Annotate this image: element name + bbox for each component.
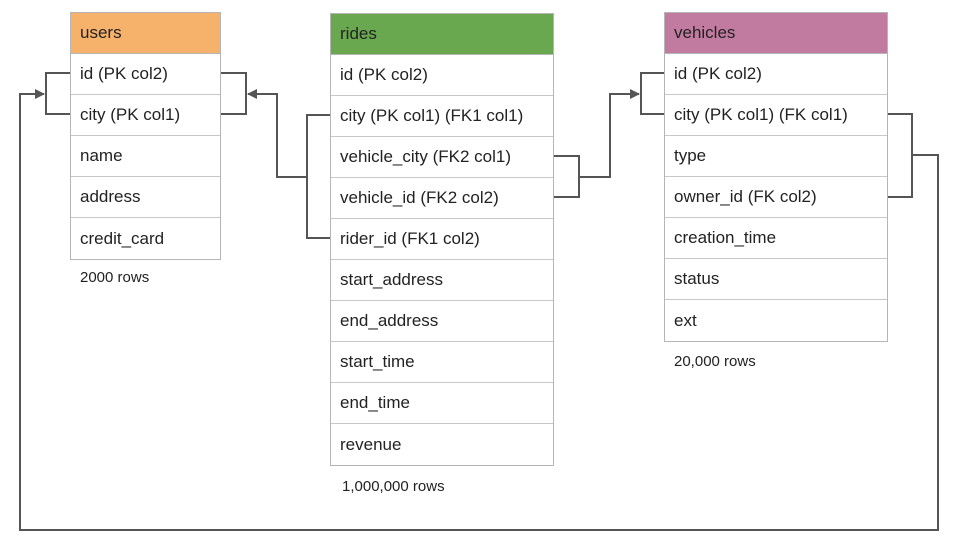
vehicles-table-header: vehicles — [665, 13, 887, 54]
table-column-row: vehicle_id (FK2 col2) — [331, 178, 553, 219]
rides-row-count: 1,000,000 rows — [342, 478, 445, 495]
table-column-row: start_time — [331, 342, 553, 383]
rides-table-header: rides — [331, 14, 553, 55]
vehicles-row-count: 20,000 rows — [674, 353, 756, 370]
rides-fk1-arrow — [247, 89, 307, 178]
table-column-row: creation_time — [665, 218, 887, 259]
table-column-row: city (PK col1) — [71, 95, 220, 136]
users-table-header: users — [71, 13, 220, 54]
table-column-row: vehicle_city (FK2 col1) — [331, 137, 553, 178]
vehicles-pk-bracket — [640, 72, 664, 115]
table-column-row: id (PK col2) — [331, 55, 553, 96]
table-column-row: end_address — [331, 301, 553, 342]
users-left-bracket — [45, 72, 70, 115]
rides-table-columns: id (PK col2)city (PK col1) (FK1 col1)veh… — [331, 55, 553, 465]
table-column-row: type — [665, 136, 887, 177]
users-pk-bracket — [221, 72, 247, 115]
vehicles-fk-connector — [888, 113, 913, 198]
table-column-row: id (PK col2) — [71, 54, 220, 95]
table-column-row: city (PK col1) (FK col1) — [665, 95, 887, 136]
table-column-row: id (PK col2) — [665, 54, 887, 95]
table-column-row: city (PK col1) (FK1 col1) — [331, 96, 553, 137]
table-column-row: owner_id (FK col2) — [665, 177, 887, 218]
rides-table: rides id (PK col2)city (PK col1) (FK1 co… — [330, 13, 554, 466]
users-row-count: 2000 rows — [80, 269, 150, 286]
table-column-row: revenue — [331, 424, 553, 465]
table-column-row: name — [71, 136, 220, 177]
vehicles-table-columns: id (PK col2)city (PK col1) (FK col1)type… — [665, 54, 887, 341]
table-column-row: credit_card — [71, 218, 220, 259]
rides-fk1-connector — [306, 114, 330, 239]
rides-fk2-arrow — [579, 89, 640, 178]
table-column-row: end_time — [331, 383, 553, 424]
vehicles-fk-arrow — [19, 89, 939, 531]
vehicles-table: vehicles id (PK col2)city (PK col1) (FK … — [664, 12, 888, 342]
table-column-row: start_address — [331, 260, 553, 301]
table-column-row: address — [71, 177, 220, 218]
rides-fk2-connector — [554, 155, 580, 198]
table-column-row: rider_id (FK1 col2) — [331, 219, 553, 260]
table-column-row: status — [665, 259, 887, 300]
table-column-row: ext — [665, 300, 887, 341]
